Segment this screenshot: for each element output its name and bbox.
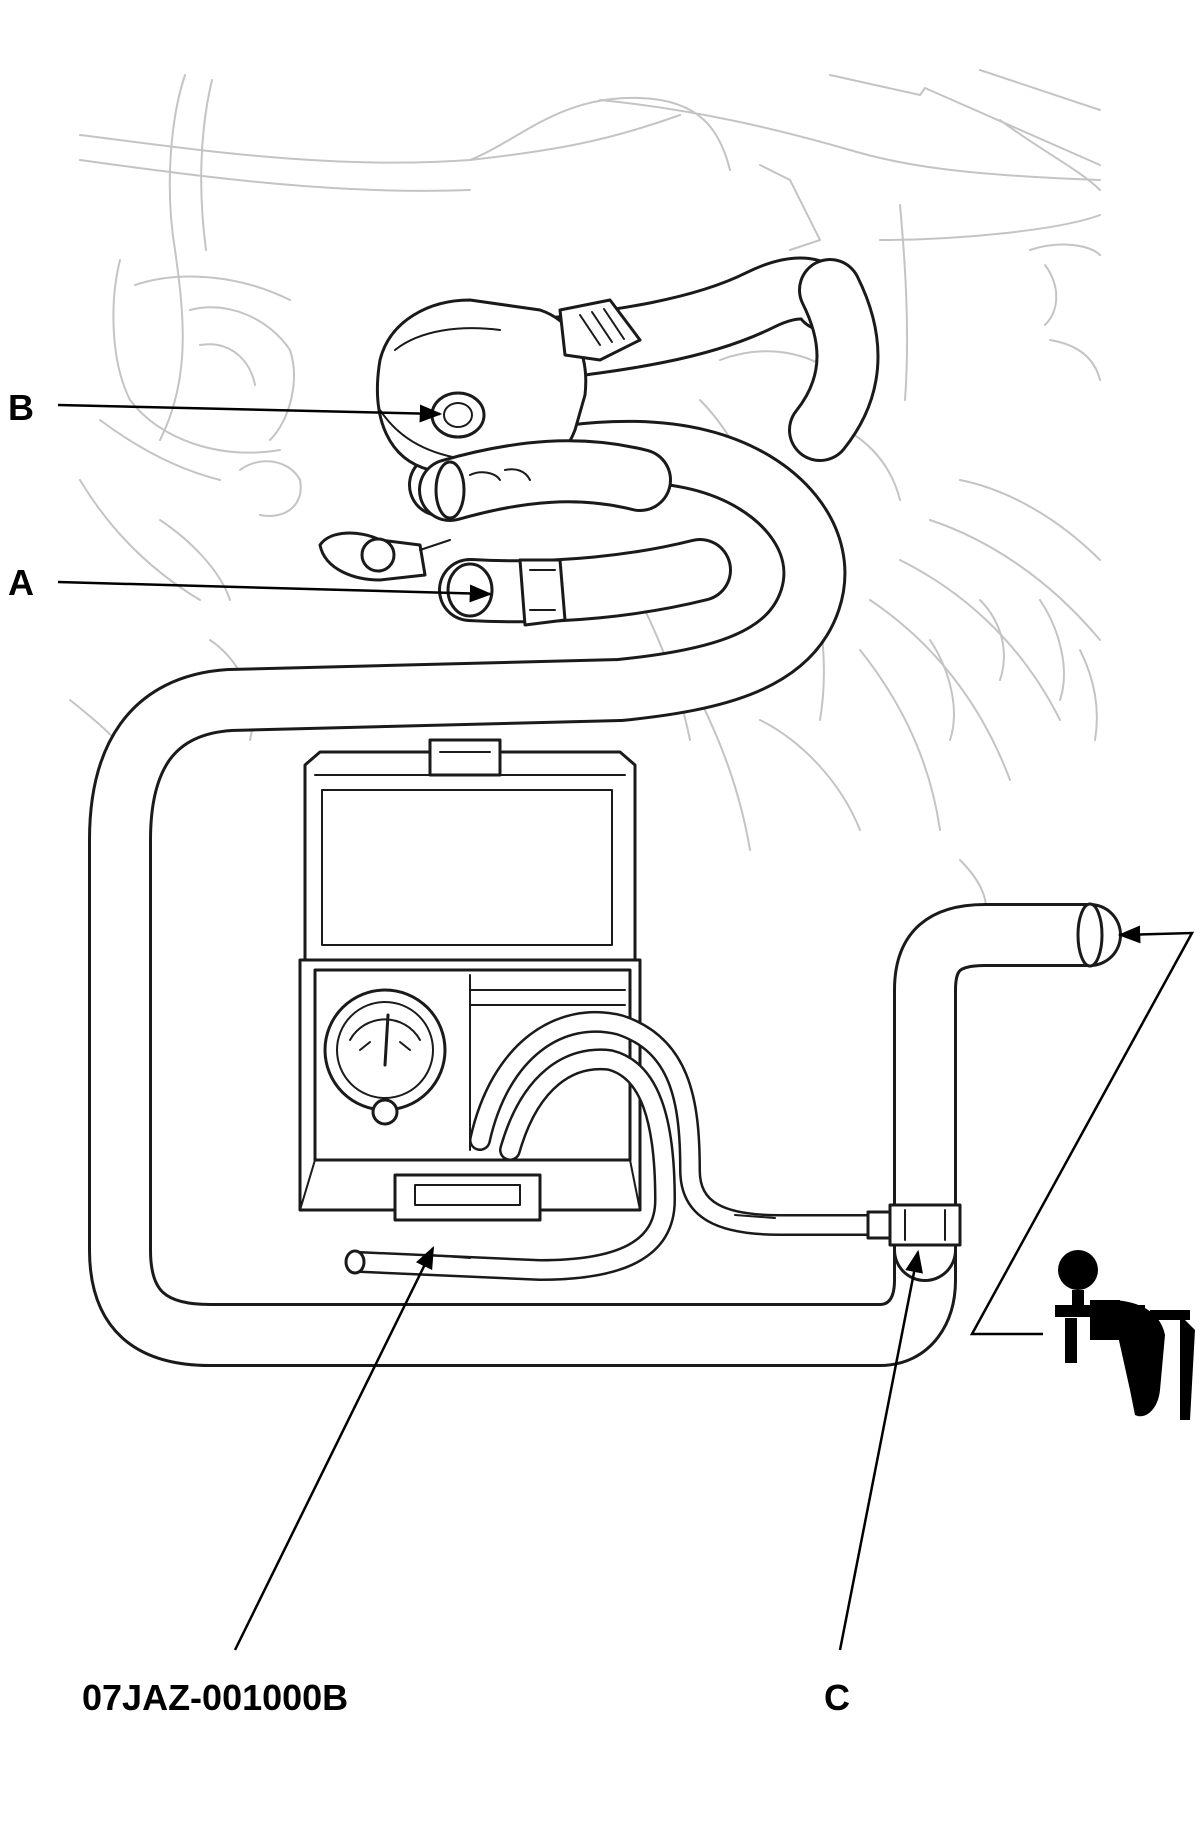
vacuum-hose-loop <box>88 419 957 1367</box>
leader-lines <box>57 403 1195 1651</box>
purge-valve-assembly <box>318 256 880 627</box>
callout-b: B <box>8 387 34 428</box>
tester-hoses <box>344 1010 891 1281</box>
vacuum-tester-kit <box>298 738 642 1222</box>
hand-vacuum-pump-icon <box>1055 1250 1195 1420</box>
tool-number-label: 07JAZ-001000B <box>82 1677 349 1718</box>
engine-bay-background <box>69 69 1101 921</box>
callout-c: C <box>824 1677 850 1718</box>
test-hose-and-t-fitting <box>866 902 1122 1282</box>
callout-a: A <box>8 562 34 603</box>
vacuum-gauge-icon <box>323 988 447 1126</box>
